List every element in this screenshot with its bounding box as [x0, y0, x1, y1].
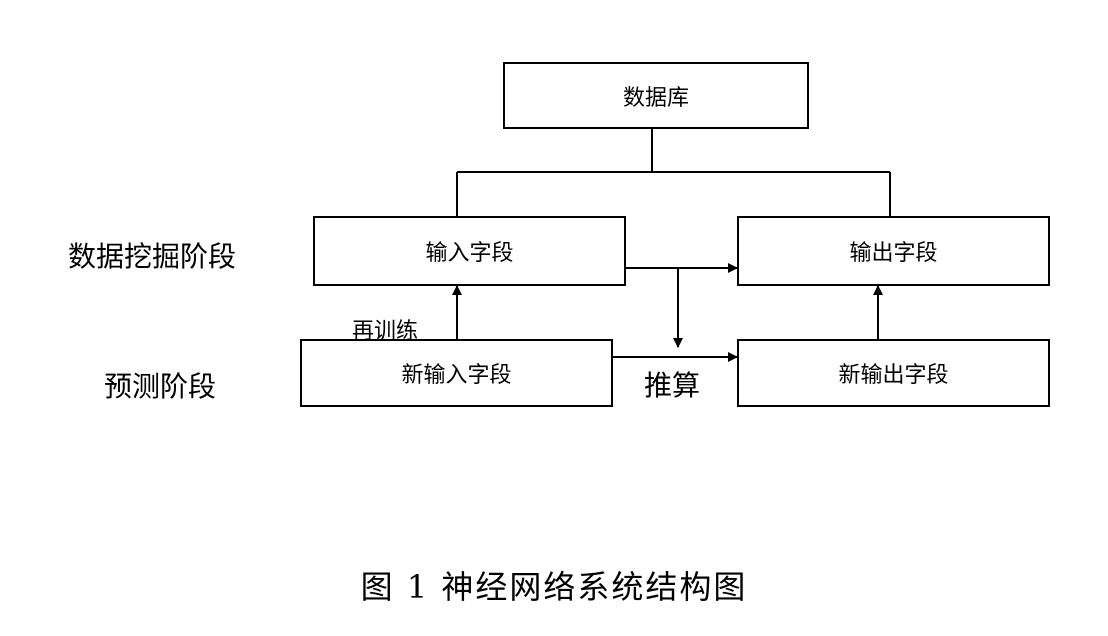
database-box: 数据库: [503, 62, 809, 129]
stage-mining-label: 数据挖掘阶段: [68, 240, 237, 273]
input-field-box: 输入字段: [313, 216, 626, 286]
database-label: 数据库: [622, 85, 689, 111]
new-input-field-box: 新输入字段: [300, 339, 613, 407]
new-output-field-label: 新输出字段: [838, 363, 949, 388]
stage-predict-label: 预测阶段: [104, 370, 217, 403]
new-input-field-label: 新输入字段: [401, 363, 512, 388]
new-output-field-box: 新输出字段: [737, 339, 1050, 407]
input-field-label: 输入字段: [425, 241, 514, 266]
retrain-label: 再训练: [352, 319, 419, 344]
infer-label: 推算: [644, 369, 701, 402]
figure-caption: 图 1 神经网络系统结构图: [360, 568, 748, 606]
output-field-box: 输出字段: [737, 216, 1050, 286]
output-field-label: 输出字段: [849, 241, 938, 266]
